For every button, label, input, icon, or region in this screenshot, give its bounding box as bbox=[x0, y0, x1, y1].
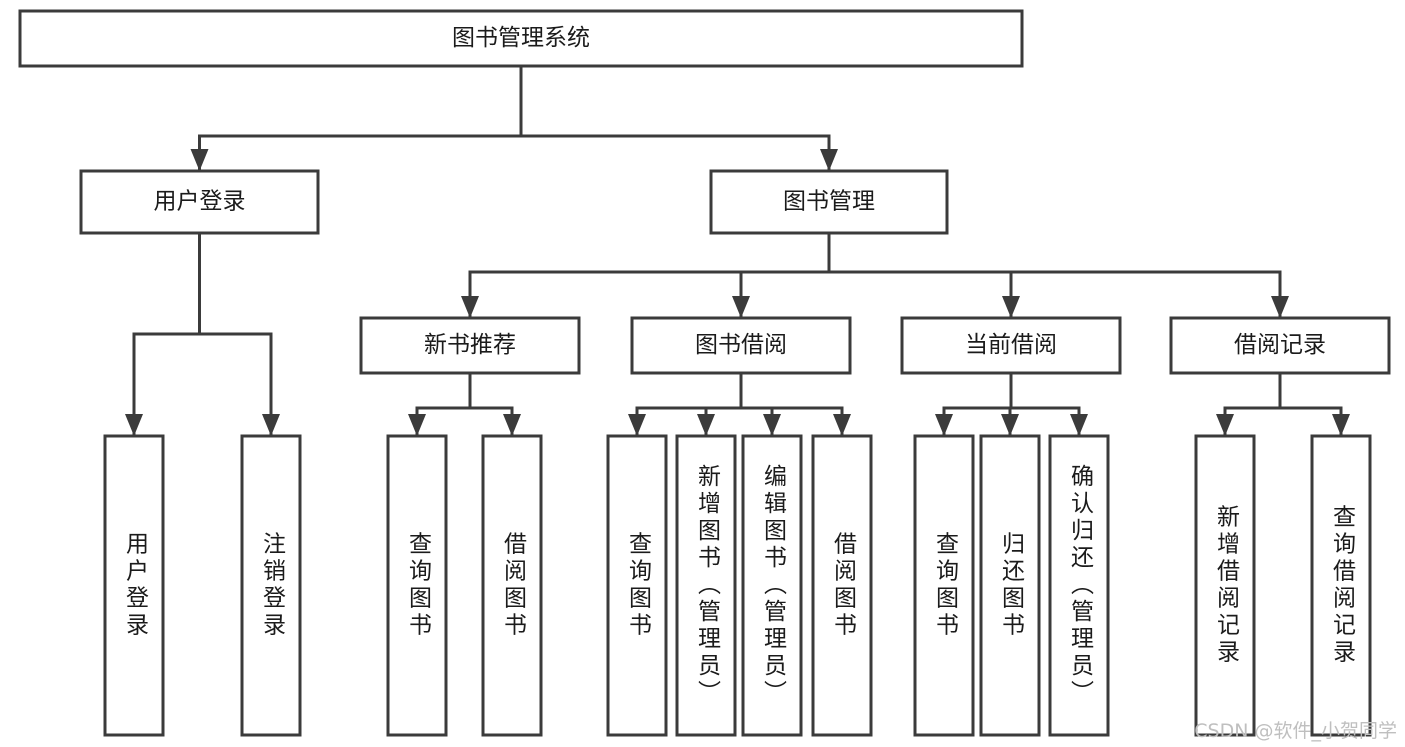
node-current-borrow[interactable]: 当前借阅 bbox=[900, 316, 1122, 375]
arrow-head-icon bbox=[1271, 296, 1289, 318]
node-leaf-return-book-label: 归还图书 bbox=[998, 532, 1026, 640]
node-book-borrow-box[interactable] bbox=[630, 316, 852, 375]
node-layer: 图书管理系统用户登录用户登录注销登录图书管理新书推荐查询图书借阅图书图书借阅查询… bbox=[18, 9, 1391, 737]
node-new-book-recommend-label: 新书推荐 bbox=[424, 332, 516, 358]
node-new-book-recommend-box[interactable] bbox=[359, 316, 581, 375]
node-leaf-add-book-box[interactable] bbox=[675, 434, 737, 737]
node-leaf-user-login-box[interactable] bbox=[103, 434, 165, 737]
node-leaf-query-book-2-label: 查询图书 bbox=[625, 532, 653, 640]
node-leaf-query-book-3-box[interactable] bbox=[913, 434, 975, 737]
node-leaf-return-book[interactable]: 归还图书 bbox=[979, 434, 1041, 737]
node-leaf-edit-book[interactable]: 编辑图书（管理员） bbox=[741, 434, 803, 737]
node-leaf-user-logout[interactable]: 注销登录 bbox=[240, 434, 302, 737]
node-book-manage-box[interactable] bbox=[709, 169, 949, 235]
node-leaf-add-book[interactable]: 新增图书（管理员） bbox=[675, 434, 737, 737]
connector-layer bbox=[125, 64, 1350, 438]
node-leaf-user-login-label: 用户登录 bbox=[122, 532, 150, 640]
node-leaf-query-book-1-box[interactable] bbox=[386, 434, 448, 737]
node-borrow-record-box[interactable] bbox=[1169, 316, 1391, 375]
node-borrow-record[interactable]: 借阅记录 bbox=[1169, 316, 1391, 375]
node-leaf-user-logout-box[interactable] bbox=[240, 434, 302, 737]
node-leaf-confirm-return-label: 确认归还（管理员） bbox=[1067, 464, 1095, 707]
arrow-head-icon bbox=[935, 414, 953, 436]
node-current-borrow-box[interactable] bbox=[900, 316, 1122, 375]
arrow-head-icon bbox=[1002, 296, 1020, 318]
node-user-login-label: 用户登录 bbox=[154, 189, 246, 215]
arrow-head-icon bbox=[1332, 414, 1350, 436]
node-leaf-confirm-return-box[interactable] bbox=[1048, 434, 1110, 737]
node-leaf-add-record[interactable]: 新增借阅记录 bbox=[1194, 434, 1256, 737]
node-leaf-query-record-box[interactable] bbox=[1310, 434, 1372, 737]
node-user-login-box[interactable] bbox=[79, 169, 320, 235]
node-leaf-edit-book-box[interactable] bbox=[741, 434, 803, 737]
arrow-head-icon bbox=[1001, 414, 1019, 436]
node-root-box[interactable] bbox=[18, 9, 1024, 68]
node-leaf-query-record[interactable]: 查询借阅记录 bbox=[1310, 434, 1372, 737]
node-root-label: 图书管理系统 bbox=[452, 25, 590, 51]
node-leaf-add-record-box[interactable] bbox=[1194, 434, 1256, 737]
node-book-borrow-label: 图书借阅 bbox=[695, 332, 787, 358]
node-leaf-add-record-label: 新增借阅记录 bbox=[1213, 505, 1241, 667]
arrow-head-icon bbox=[833, 414, 851, 436]
node-leaf-borrow-book-1-label: 借阅图书 bbox=[500, 532, 528, 640]
node-leaf-borrow-book-2-label: 借阅图书 bbox=[830, 532, 858, 640]
node-user-login[interactable]: 用户登录 bbox=[79, 169, 320, 235]
node-leaf-add-book-label: 新增图书（管理员） bbox=[694, 464, 722, 707]
arrow-head-icon bbox=[503, 414, 521, 436]
node-root[interactable]: 图书管理系统 bbox=[18, 9, 1024, 68]
node-book-borrow[interactable]: 图书借阅 bbox=[630, 316, 852, 375]
node-leaf-return-book-box[interactable] bbox=[979, 434, 1041, 737]
node-leaf-query-record-label: 查询借阅记录 bbox=[1329, 505, 1357, 667]
node-leaf-query-book-2-box[interactable] bbox=[606, 434, 668, 737]
arrow-head-icon bbox=[1216, 414, 1234, 436]
node-leaf-borrow-book-1[interactable]: 借阅图书 bbox=[481, 434, 543, 737]
node-leaf-query-book-2[interactable]: 查询图书 bbox=[606, 434, 668, 737]
node-leaf-borrow-book-2-box[interactable] bbox=[811, 434, 873, 737]
node-new-book-recommend[interactable]: 新书推荐 bbox=[359, 316, 581, 375]
arrow-head-icon bbox=[190, 149, 209, 171]
arrow-head-icon bbox=[262, 414, 280, 436]
arrow-head-icon bbox=[1070, 414, 1088, 436]
arrow-head-icon bbox=[697, 414, 715, 436]
node-leaf-query-book-1[interactable]: 查询图书 bbox=[386, 434, 448, 737]
node-leaf-borrow-book-2[interactable]: 借阅图书 bbox=[811, 434, 873, 737]
arrow-head-icon bbox=[820, 149, 838, 171]
arrow-head-icon bbox=[408, 414, 426, 436]
node-current-borrow-label: 当前借阅 bbox=[965, 332, 1057, 358]
node-leaf-user-logout-label: 注销登录 bbox=[259, 532, 287, 640]
node-leaf-confirm-return[interactable]: 确认归还（管理员） bbox=[1048, 434, 1110, 737]
node-leaf-borrow-book-1-box[interactable] bbox=[481, 434, 543, 737]
node-leaf-user-login[interactable]: 用户登录 bbox=[103, 434, 165, 737]
node-leaf-query-book-3-label: 查询图书 bbox=[932, 532, 960, 640]
node-leaf-query-book-1-label: 查询图书 bbox=[405, 532, 433, 640]
arrow-head-icon bbox=[628, 414, 646, 436]
arrow-head-icon bbox=[461, 296, 479, 318]
arrow-head-icon bbox=[125, 414, 143, 436]
node-leaf-edit-book-label: 编辑图书（管理员） bbox=[760, 464, 788, 707]
arrow-head-icon bbox=[732, 296, 750, 318]
node-borrow-record-label: 借阅记录 bbox=[1234, 332, 1326, 358]
node-book-manage-label: 图书管理 bbox=[783, 189, 875, 215]
arrow-head-icon bbox=[763, 414, 781, 436]
node-book-manage[interactable]: 图书管理 bbox=[709, 169, 949, 235]
node-leaf-query-book-3[interactable]: 查询图书 bbox=[913, 434, 975, 737]
